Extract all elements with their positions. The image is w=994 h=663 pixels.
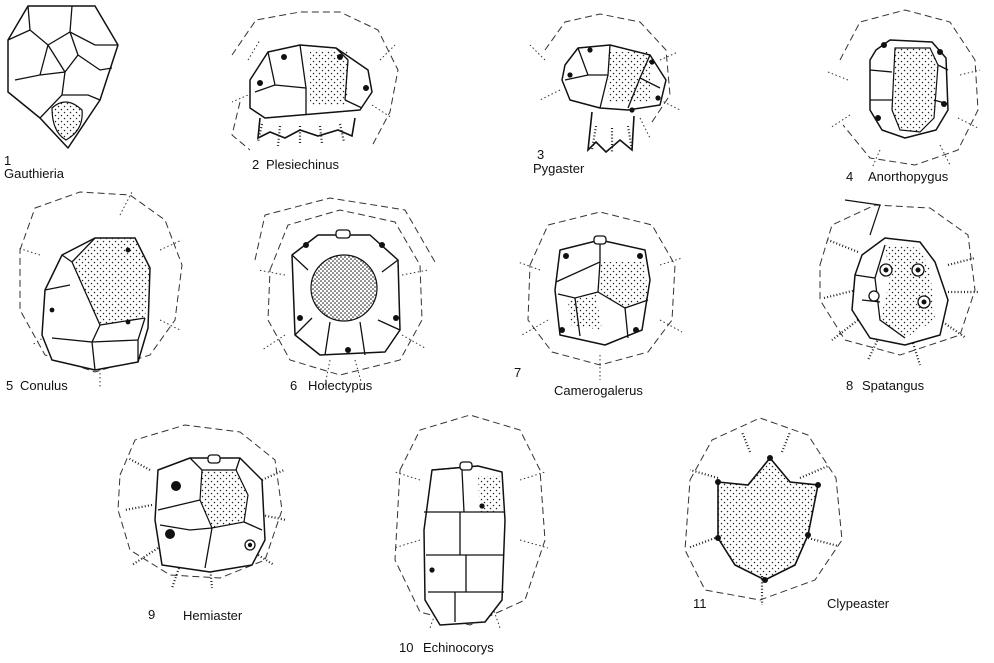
figure-4-genus: Anorthopygus xyxy=(868,170,948,183)
figure-7-genus: Camerogalerus xyxy=(554,384,643,397)
figure-1-genus: Gauthieria xyxy=(4,167,64,180)
figure-8-spatangus xyxy=(820,200,978,365)
figure-6-number: 6 xyxy=(290,379,297,392)
figure-9-number: 9 xyxy=(148,608,155,621)
figure-8-genus: Spatangus xyxy=(862,379,924,392)
figure-3-genus: Pygaster xyxy=(533,162,584,175)
figure-11-clypeaster xyxy=(685,418,842,605)
figure-5-genus: Conulus xyxy=(20,379,68,392)
figure-9-genus: Hemiaster xyxy=(183,609,242,622)
figure-9-hemiaster xyxy=(118,425,286,588)
figure-2-number: 2 xyxy=(252,158,259,171)
figure-3-number: 3 xyxy=(537,148,544,161)
figure-5-conulus xyxy=(18,192,182,388)
figure-6-holectypus xyxy=(255,198,435,385)
figure-6-genus: Holectypus xyxy=(308,379,372,392)
figure-10-genus: Echinocorys xyxy=(423,641,494,654)
figure-5-number: 5 xyxy=(6,379,13,392)
figure-4-anorthopygus xyxy=(828,10,980,168)
figure-4-number: 4 xyxy=(846,170,853,183)
figure-7-camerogalerus xyxy=(518,212,682,380)
figure-11-number: 11 xyxy=(693,597,707,610)
figure-3-pygaster xyxy=(530,14,680,152)
figure-8-number: 8 xyxy=(846,379,853,392)
figure-1-gauthieria xyxy=(8,6,118,148)
figure-2-genus: Plesiechinus xyxy=(266,158,339,171)
figure-7-number: 7 xyxy=(514,366,521,379)
figure-2-plesiechinus xyxy=(232,12,398,150)
figure-10-echinocorys xyxy=(394,415,548,628)
figure-11-genus: Clypeaster xyxy=(827,597,889,610)
figure-10-number: 10 xyxy=(399,641,413,654)
